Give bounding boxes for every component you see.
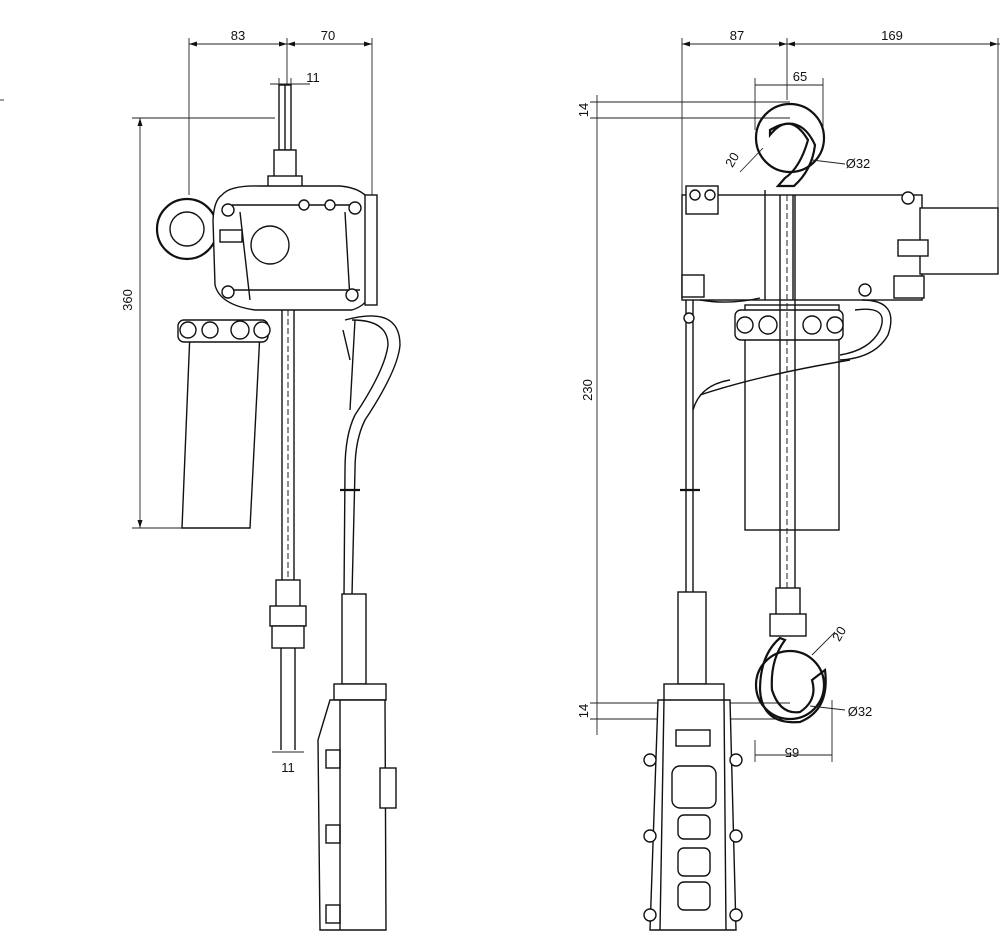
right-motor-cylinder: [699, 299, 892, 531]
dim-11-bottom-label: 11: [281, 760, 295, 775]
right-bottom-hook: 20 Ø32 65: [754, 587, 873, 762]
dim-70-label: 70: [321, 28, 335, 43]
dim-20-bottom-label: 20: [829, 624, 849, 644]
left-view: 83 70 11 360: [0, 28, 401, 931]
dim-360-label: 360: [120, 289, 135, 311]
left-hoist-body: [212, 185, 378, 311]
right-load-chain: [779, 195, 796, 590]
left-mount-ring: [155, 197, 219, 261]
left-load-chain: [281, 310, 295, 582]
right-pendant-control: [643, 591, 743, 931]
right-top-dimensions: 87 169 65: [681, 28, 1000, 290]
dim-65-bottom-label: 65: [785, 745, 799, 760]
dim-20-top-label: 20: [722, 150, 742, 170]
left-suspension-rod: [267, 84, 303, 189]
dim-11-top-label: 11: [306, 70, 320, 85]
left-motor-cylinder: [177, 319, 271, 529]
left-pendant-control: [317, 593, 397, 931]
right-view: 87 169 65 14 230 14 20 Ø32: [576, 28, 1000, 931]
dim-230-label: 230: [580, 379, 595, 401]
left-control-cable: [340, 315, 401, 596]
dim-83-label: 83: [231, 28, 245, 43]
right-top-hook: 20 Ø32: [722, 102, 871, 188]
dim-65-top-label: 65: [793, 69, 807, 84]
dim-dia32-top-label: Ø32: [846, 156, 871, 171]
dim-dia32-bottom-label: Ø32: [848, 704, 873, 719]
dim-14-top-label: 14: [576, 103, 591, 117]
dim-169-label: 169: [881, 28, 903, 43]
dim-14-bottom-label: 14: [576, 704, 591, 718]
right-hoist-body: [681, 185, 999, 303]
left-hook-block: 11: [269, 579, 307, 775]
right-height-dimensions: 14 230 14: [576, 95, 790, 735]
dim-87-label: 87: [730, 28, 744, 43]
right-control-cable: [680, 300, 731, 595]
